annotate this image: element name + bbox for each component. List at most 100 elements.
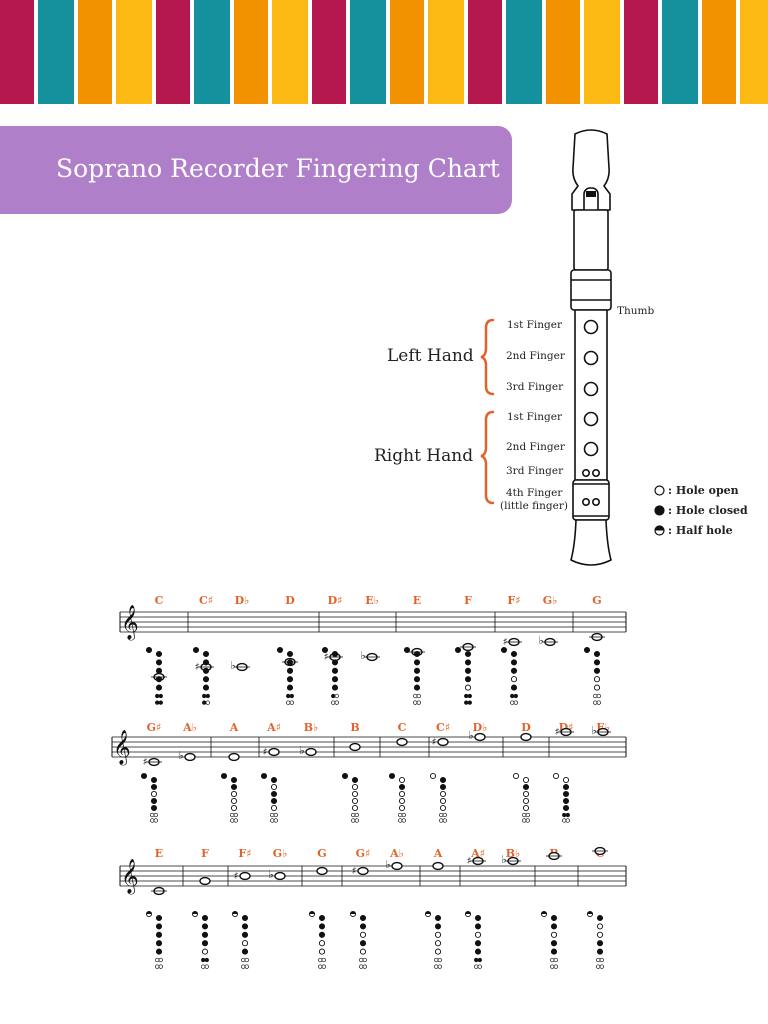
double-hole — [155, 964, 160, 969]
double-hole — [510, 693, 515, 699]
finger-hole — [522, 804, 530, 812]
note-head — [520, 732, 532, 742]
double-hole — [233, 818, 238, 823]
left-hand-brace — [480, 318, 495, 396]
thumb-hole — [454, 646, 462, 654]
tone-hole — [583, 350, 599, 366]
tone-hole — [581, 468, 590, 477]
note-name-label: E — [155, 847, 163, 860]
double-hole — [437, 957, 442, 963]
flat-sign: ♭ — [230, 659, 235, 672]
note-name-label: F♯ — [238, 847, 251, 860]
finger-hole — [439, 783, 447, 791]
double-hole — [437, 964, 442, 969]
finger-hole — [474, 914, 482, 922]
double-hole — [289, 693, 294, 699]
finger-hole — [270, 790, 278, 798]
double-hole — [241, 964, 246, 969]
treble-clef-icon: 𝄞 — [121, 859, 139, 895]
finger-hole — [331, 676, 339, 683]
finger-hole — [434, 914, 442, 922]
finger-hole — [155, 940, 163, 947]
finger-hole — [510, 650, 518, 658]
finger-hole — [286, 676, 294, 683]
double-hole — [522, 818, 527, 823]
finger-hole — [510, 667, 518, 674]
double-hole — [464, 693, 469, 699]
note-name-label: D♭ — [473, 721, 488, 734]
note-head — [316, 866, 328, 876]
finger-hole — [150, 783, 158, 791]
finger-hole — [593, 667, 601, 674]
stripe-gap — [230, 0, 234, 104]
note-name-label: G♯ — [356, 847, 371, 860]
double-hole — [596, 957, 601, 963]
double-hole — [434, 957, 439, 963]
double-hole — [270, 818, 275, 823]
note-name-label: E — [413, 594, 421, 607]
double-hole — [331, 693, 336, 699]
double-hole — [413, 693, 418, 699]
note-name-label: D♯ — [328, 594, 343, 607]
finger-hole — [522, 797, 530, 805]
double-hole — [596, 700, 601, 705]
finger-hole — [464, 659, 472, 666]
finger-hole — [331, 659, 339, 666]
right-finger-4-label: 4th Finger — [506, 487, 563, 499]
stripe-gap — [112, 0, 116, 104]
double-hole — [593, 700, 598, 705]
finger-hole — [398, 797, 406, 805]
double-hole — [244, 964, 249, 969]
note-name-label: F — [464, 594, 472, 607]
finger-hole — [474, 940, 482, 947]
double-hole — [525, 812, 530, 818]
stripe-gap — [34, 0, 38, 104]
note-name-label: D — [285, 594, 295, 607]
color-stripe — [428, 0, 464, 104]
double-hole — [354, 818, 359, 823]
finger-hole — [331, 667, 339, 674]
flat-sign: ♭ — [538, 634, 543, 647]
tone-hole — [583, 441, 599, 457]
flat-sign: ♭ — [468, 729, 473, 742]
thumb-half — [192, 911, 198, 914]
finger-hole — [230, 776, 238, 784]
double-hole — [359, 964, 364, 969]
note-name-label: F — [201, 847, 209, 860]
finger-hole — [155, 667, 163, 674]
note-head — [228, 752, 240, 762]
note-head — [349, 742, 361, 752]
stripe-gap — [464, 0, 468, 104]
stripe-gap — [346, 0, 350, 104]
finger-hole — [241, 923, 249, 930]
finger-hole — [474, 948, 482, 955]
double-hole — [205, 693, 210, 699]
finger-hole — [464, 684, 472, 691]
finger-hole — [351, 776, 359, 784]
finger-hole — [413, 676, 421, 683]
stripe-gap — [658, 0, 662, 104]
finger-hole — [434, 931, 442, 938]
finger-hole — [351, 804, 359, 812]
double-hole — [321, 964, 326, 969]
finger-hole — [464, 650, 472, 658]
finger-hole — [413, 659, 421, 666]
double-hole — [158, 964, 163, 969]
tone-hole — [583, 411, 599, 427]
color-stripe — [116, 0, 152, 104]
finger-hole — [201, 923, 209, 930]
finger-hole — [155, 684, 163, 691]
color-stripe — [390, 0, 424, 104]
finger-hole — [270, 804, 278, 812]
flat-sign: ♭ — [299, 744, 304, 757]
finger-hole — [398, 776, 406, 784]
thumb-hole — [341, 772, 349, 780]
double-hole — [289, 700, 294, 705]
double-hole — [205, 700, 210, 705]
note-name-label: G♭ — [543, 594, 558, 607]
title-banner: Soprano Recorder Fingering Chart — [0, 126, 512, 214]
sharp-sign: ♯ — [352, 866, 357, 877]
thumb-hole — [220, 772, 228, 780]
sharp-sign: ♯ — [324, 652, 329, 663]
finger-hole — [202, 676, 210, 683]
